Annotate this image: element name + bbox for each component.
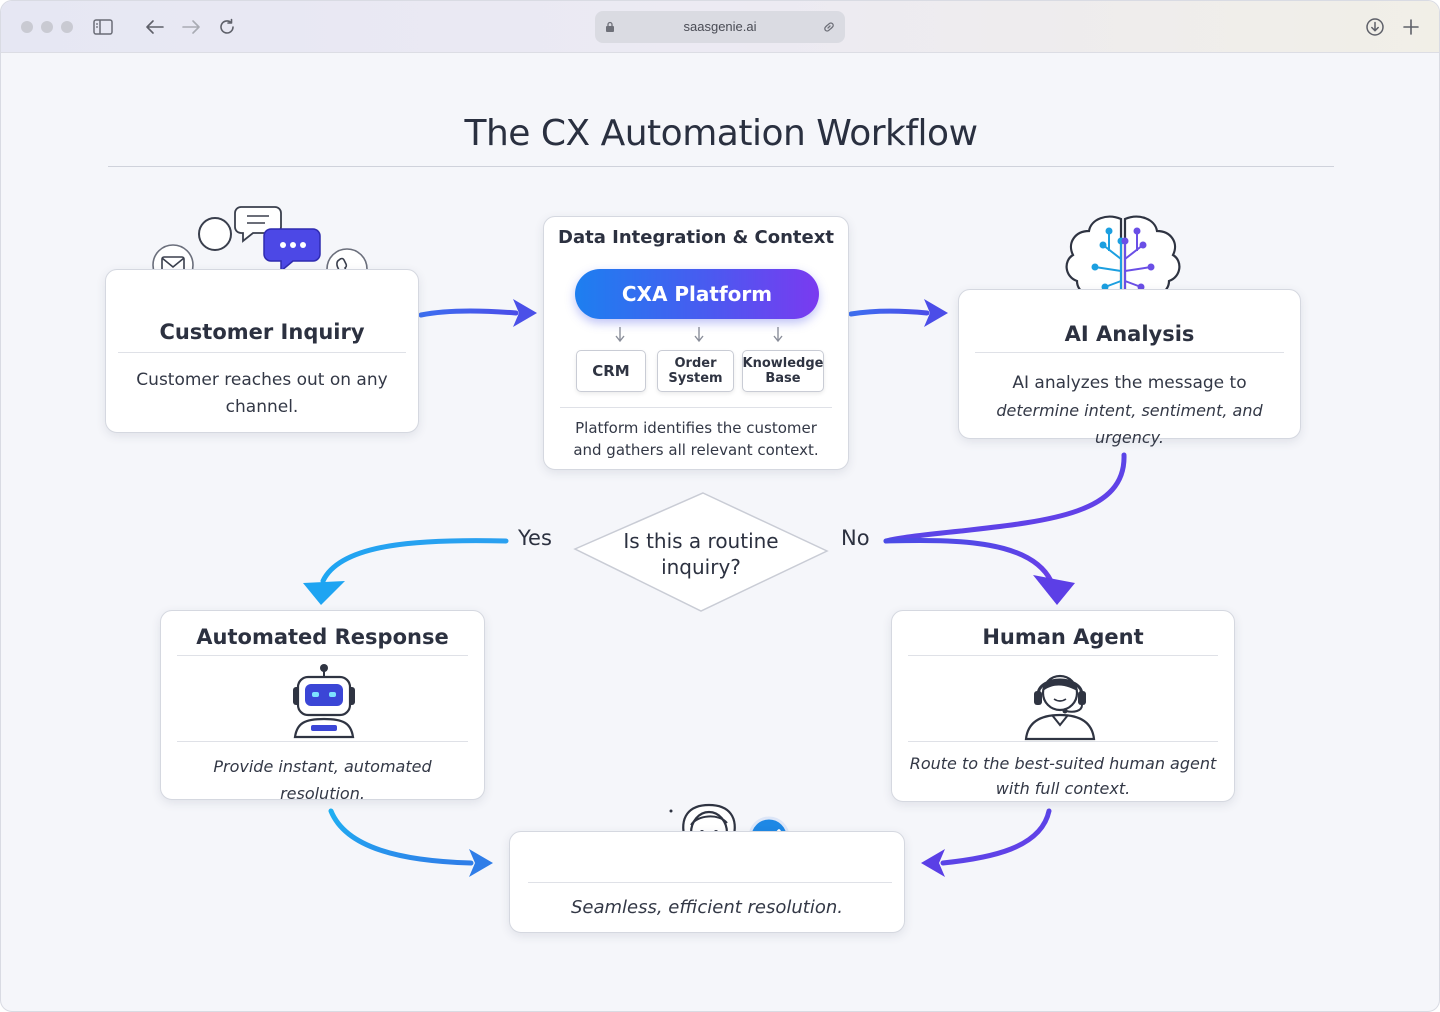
lock-icon — [606, 21, 614, 32]
card-divider — [908, 655, 1218, 656]
ai-analysis-title: AI Analysis — [1064, 322, 1195, 346]
title-divider — [108, 166, 1334, 167]
back-arrow-icon[interactable] — [143, 15, 167, 39]
brain-circuit-icon — [1065, 215, 1181, 303]
customer-inquiry-text-line1: Customer reaches out on any — [136, 370, 388, 390]
data-integration-title: Data Integration & Context — [558, 227, 834, 248]
link-icon[interactable] — [822, 20, 836, 34]
workflow-diagram: The CX Automation Workflow — [1, 53, 1439, 1011]
card-divider — [118, 352, 406, 353]
arrow-yes-to-automated — [320, 538, 509, 584]
data-integration-text-line1: Platform identifies the customer — [575, 419, 817, 437]
knowledge-base-box: Knowledge Base — [742, 350, 824, 392]
reload-icon[interactable] — [215, 15, 239, 39]
sidebar-toggle-icon[interactable] — [91, 15, 115, 39]
close-window-button[interactable] — [21, 21, 33, 33]
automated-response-card: Automated Response Provide instant, auto… — [160, 610, 485, 803]
human-agent-title: Human Agent — [982, 625, 1144, 649]
zoom-window-button[interactable] — [61, 21, 73, 33]
message-icon — [263, 228, 321, 273]
decision-diamond — [573, 492, 829, 612]
human-agent-card: Human Agent Route to the best-suited hum… — [891, 610, 1235, 802]
ai-analysis-text-line1: AI analyzes the message to — [1012, 373, 1247, 393]
automated-response-title: Automated Response — [196, 625, 449, 649]
address-bar[interactable]: saasgenie.ai — [595, 11, 845, 43]
new-tab-icon[interactable] — [1399, 15, 1423, 39]
customer-inquiry-card: Customer Inquiry Customer reaches out on… — [105, 269, 419, 433]
card-divider — [560, 407, 832, 408]
decision-text-line1: Is this a routine — [623, 529, 779, 553]
robot-icon — [293, 664, 355, 739]
url-text: saasgenie.ai — [683, 19, 757, 34]
crm-system-box: CRM — [576, 350, 646, 392]
ai-analysis-card: AI Analysis AI analyzes the message to d… — [958, 289, 1301, 447]
browser-toolbar: saasgenie.ai — [1, 1, 1439, 53]
arrow-ai-to-decision — [883, 452, 1127, 544]
cxa-platform-pill: CXA Platform — [575, 269, 819, 319]
automated-response-text: Provide instant, automated resolution. — [213, 757, 432, 803]
no-branch-label: No — [841, 526, 870, 550]
data-integration-card: Data Integration & Context CXA Platform … — [543, 216, 849, 470]
card-divider — [177, 655, 468, 656]
forward-arrow-icon[interactable] — [179, 15, 203, 39]
resolution-card: Seamless, efficient resolution. — [509, 831, 905, 933]
card-divider — [528, 882, 892, 883]
card-divider — [908, 741, 1218, 742]
data-integration-text-line2: and gathers all relevant context. — [573, 441, 819, 459]
yes-branch-label: Yes — [518, 526, 552, 550]
order-system-box: Order System — [657, 350, 734, 392]
card-divider — [177, 741, 468, 742]
ai-analysis-text-line2: determine intent, sentiment, and urgency… — [996, 401, 1263, 447]
customer-inquiry-title: Customer Inquiry — [159, 320, 365, 344]
minimize-window-button[interactable] — [41, 21, 53, 33]
customer-inquiry-text-line2: channel. — [225, 397, 299, 417]
arrow-inquiry-to-integration — [418, 308, 519, 318]
routine-inquiry-decision: Is this a routine inquiry? — [573, 491, 829, 613]
platform-connectors — [615, 327, 783, 343]
card-divider — [975, 352, 1284, 353]
arrow-no-to-human — [883, 537, 1054, 584]
connector-layer — [303, 299, 1127, 877]
diagram-title: The CX Automation Workflow — [464, 113, 978, 154]
resolution-text: Seamless, efficient resolution. — [570, 897, 844, 918]
arrow-human-to-resolution — [940, 808, 1052, 866]
arrow-integration-to-ai — [848, 308, 930, 317]
decision-text-line2: inquiry? — [661, 555, 741, 579]
download-icon[interactable] — [1363, 15, 1387, 39]
human-agent-text-line2: with full context. — [995, 779, 1131, 798]
human-agent-text-line1: Route to the best-suited human agent — [909, 754, 1217, 773]
arrow-automated-to-resolution — [328, 808, 474, 866]
headset-agent-icon — [1024, 674, 1096, 741]
